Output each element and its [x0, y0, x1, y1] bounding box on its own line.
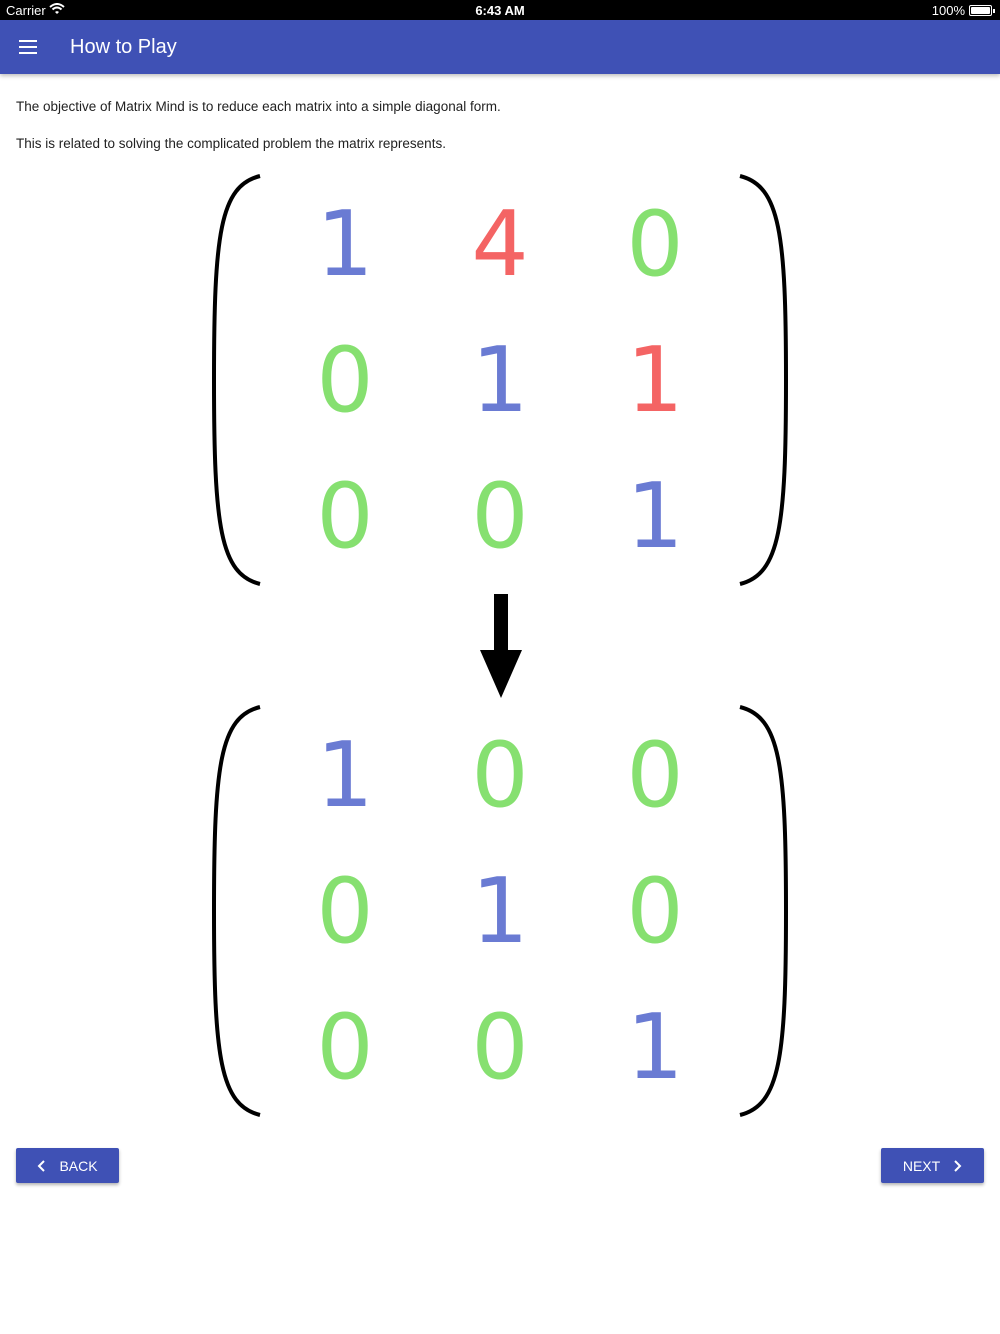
explanation-text: This is related to solving the complicat…	[16, 136, 446, 151]
chevron-left-icon	[38, 1159, 46, 1172]
matrix-cell: 0	[316, 464, 374, 569]
next-label: NEXT	[902, 1157, 941, 1174]
matrix-cell: 1	[471, 328, 529, 433]
matrix-cell: 0	[626, 192, 684, 297]
back-button[interactable]: BACK	[16, 1148, 119, 1183]
matrix-cell: 1	[471, 859, 529, 964]
wifi-icon	[49, 3, 65, 14]
hamburger-menu-icon[interactable]	[12, 32, 44, 62]
left-parenthesis	[211, 705, 261, 1117]
right-parenthesis	[739, 174, 789, 586]
battery-percent: 100%	[931, 3, 965, 18]
app-bar: How to Play	[0, 20, 1000, 74]
matrix-cell: 4	[471, 192, 529, 297]
right-parenthesis	[739, 705, 789, 1117]
matrix-cell: 0	[626, 859, 684, 964]
status-time: 6:43 AM	[475, 3, 525, 18]
matrix-cell: 0	[316, 328, 374, 433]
matrix-cell: 1	[316, 723, 374, 828]
matrix-cell: 1	[626, 328, 684, 433]
carrier-label: Carrier	[6, 3, 46, 18]
matrix-cell: 0	[626, 723, 684, 828]
chevron-right-icon	[954, 1159, 962, 1172]
matrix-cell: 0	[471, 995, 529, 1100]
matrix-cell: 0	[316, 995, 374, 1100]
matrix-cell: 0	[471, 464, 529, 569]
matrix-cell: 1	[626, 995, 684, 1100]
next-button[interactable]: NEXT	[881, 1148, 984, 1183]
page-title: How to Play	[70, 36, 177, 58]
back-label: BACK	[59, 1157, 98, 1174]
matrix-cell: 0	[316, 859, 374, 964]
left-parenthesis	[211, 174, 261, 586]
matrix-cell: 0	[471, 723, 529, 828]
down-arrow-icon	[480, 594, 522, 698]
status-bar: Carrier 6:43 AM 100%	[0, 0, 1000, 20]
matrix-cell: 1	[316, 192, 374, 297]
objective-text: The objective of Matrix Mind is to reduc…	[16, 99, 501, 114]
matrix-cell: 1	[626, 464, 684, 569]
battery-icon	[969, 5, 995, 16]
